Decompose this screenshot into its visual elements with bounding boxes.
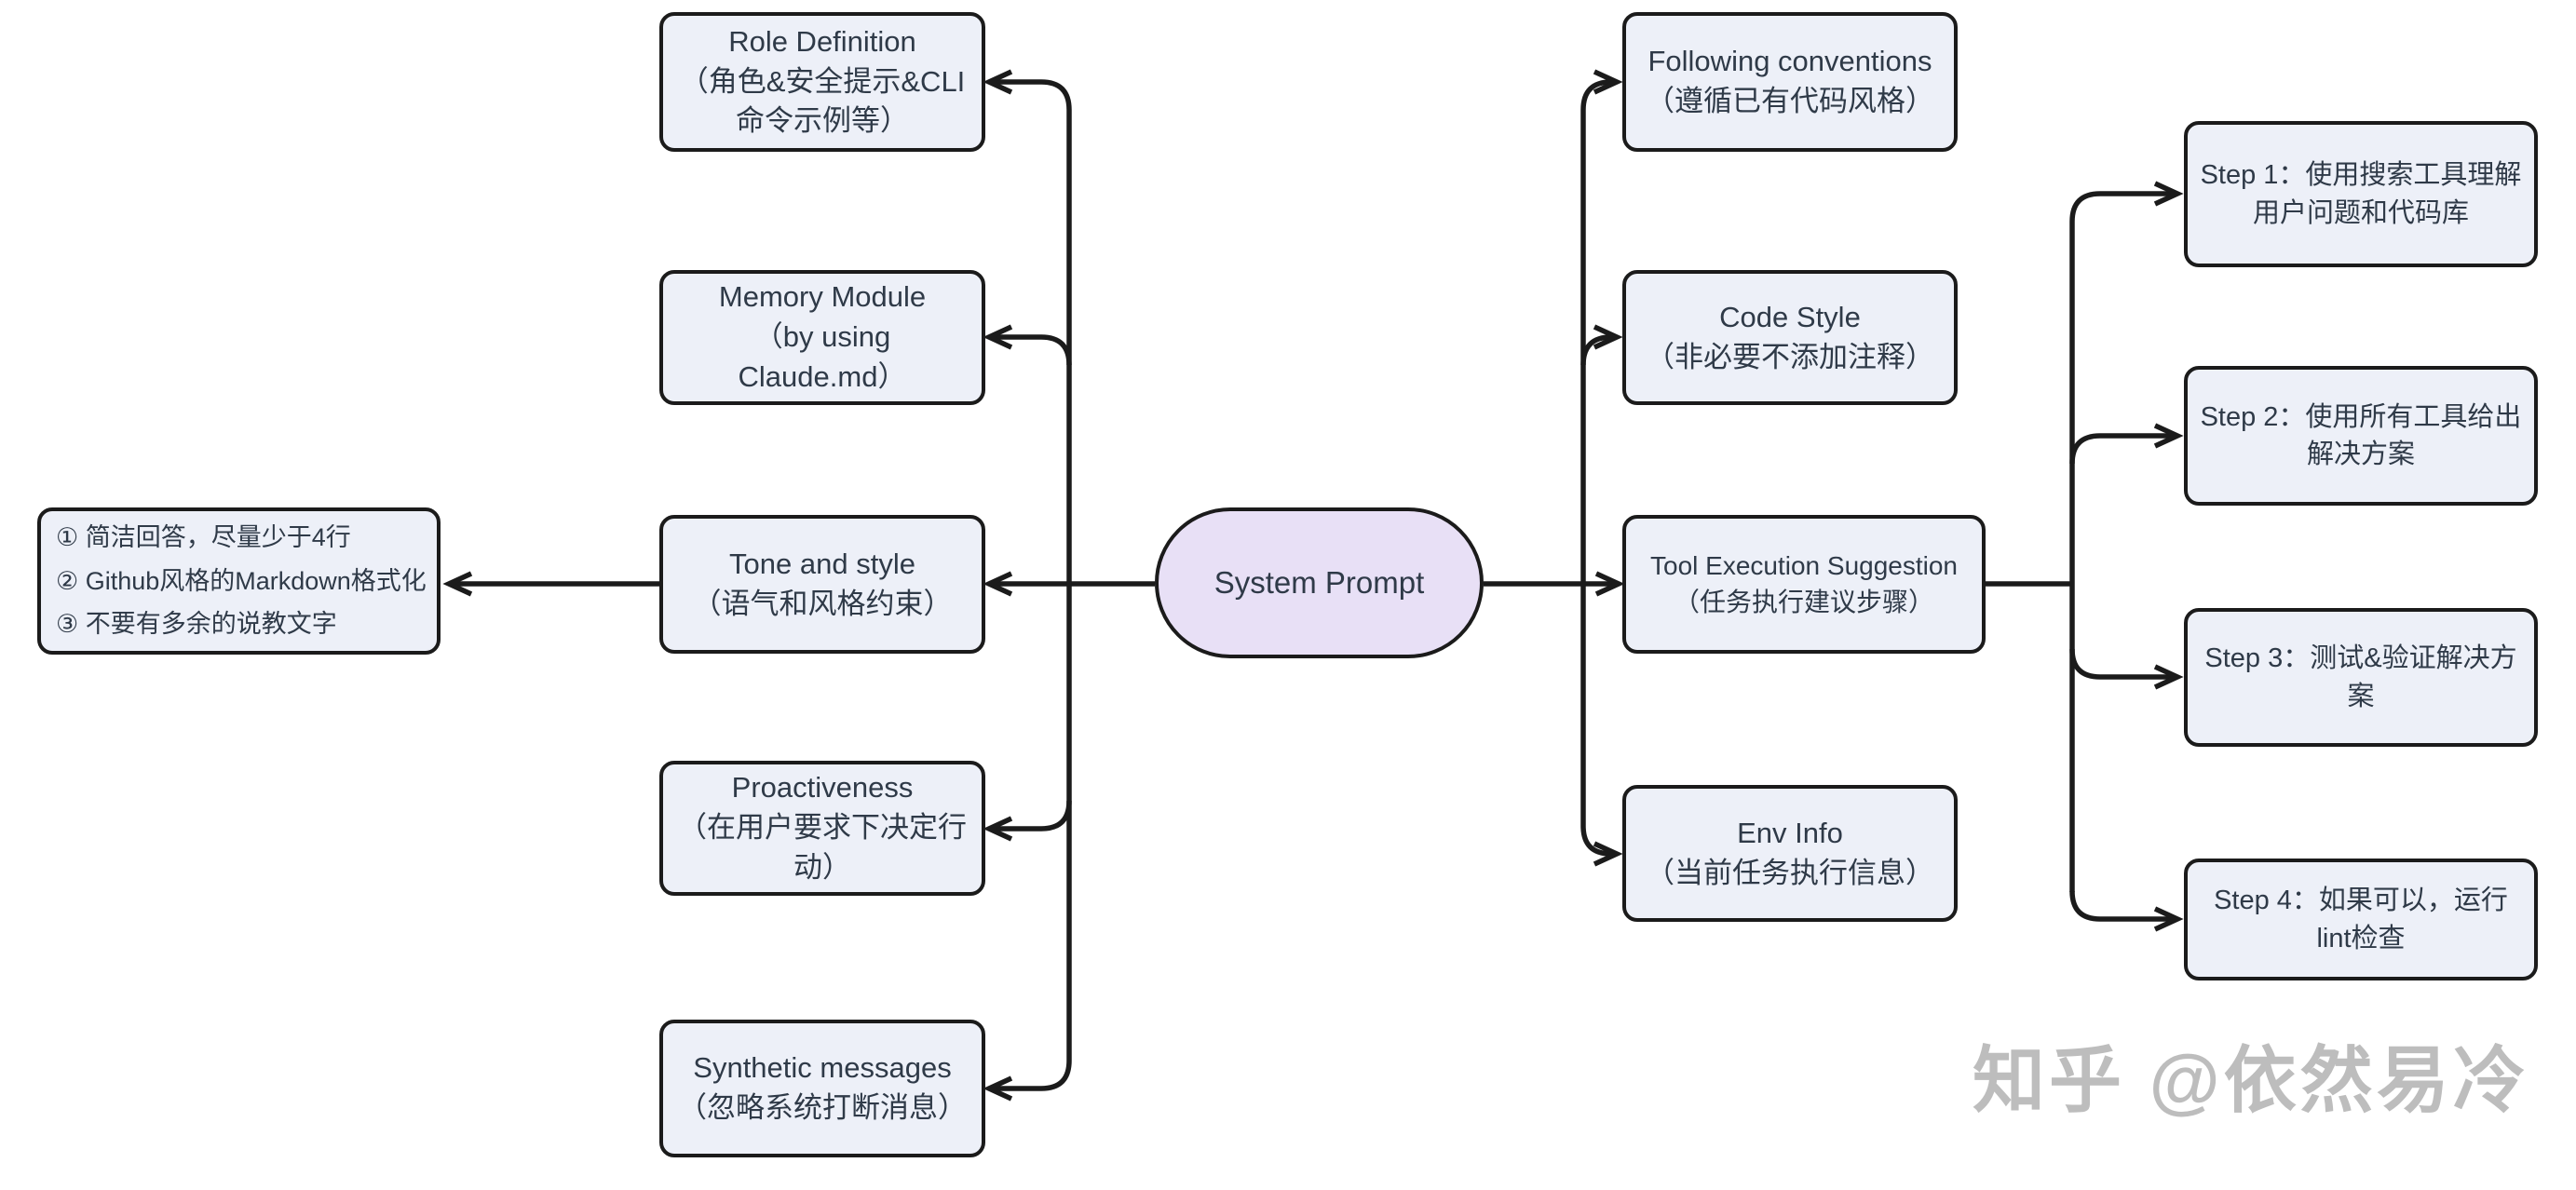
node-subtitle: （语气和风格约束） — [692, 587, 953, 620]
edge-branch-code-style — [1580, 324, 1623, 366]
node-following-conventions: Following conventions （遵循已有代码风格） — [1622, 12, 1958, 152]
node-proactiveness: Proactiveness （在用户要求下决定行动） — [659, 761, 985, 896]
node-memory-module: Memory Module （by using Claude.md） — [659, 270, 985, 405]
node-title: Following conventions — [1647, 45, 1932, 78]
node-step-3: Step 3：测试&验证解决方案 — [2184, 608, 2538, 747]
tone-detail-line-2: ② Github风格的Markdown格式化 — [56, 566, 427, 595]
tone-detail-line-3: ③ 不要有多余的说教文字 — [56, 610, 337, 639]
node-tone-detail: ① 简洁回答，尽量少于4行 ② Github风格的Markdown格式化 ③ 不… — [37, 507, 441, 655]
node-tool-execution-suggestion: Tool Execution Suggestion （任务执行建议步骤） — [1622, 515, 1986, 654]
edge-branch-step-1 — [2069, 181, 2184, 223]
node-subtitle: （在用户要求下决定行动） — [678, 811, 967, 884]
node-title: Proactiveness — [731, 771, 914, 805]
node-step-1: Step 1：使用搜索工具理解用户问题和代码库 — [2184, 121, 2538, 267]
edge-branch-env-info — [1580, 825, 1623, 867]
node-title: Code Style — [1719, 300, 1861, 333]
node-title: Synthetic messages — [693, 1051, 952, 1085]
node-subtitle: （任务执行建议步骤） — [1673, 587, 1934, 616]
edge-branch-step-4 — [2069, 890, 2184, 932]
step-label: Step 4：如果可以，运行lint检查 — [2214, 886, 2508, 953]
node-synthetic-messages: Synthetic messages （忽略系统打断消息） — [659, 1020, 985, 1157]
node-step-4: Step 4：如果可以，运行lint检查 — [2184, 859, 2538, 980]
node-subtitle: （当前任务执行信息） — [1646, 856, 1934, 889]
step-label: Step 2：使用所有工具给出解决方案 — [2200, 401, 2522, 469]
node-subtitle: （非必要不添加注释） — [1646, 340, 1934, 373]
node-title: Tool Execution Suggestion — [1650, 550, 1958, 580]
node-subtitle: （角色&安全提示&CLI命令示例等） — [679, 64, 966, 138]
edge-branch-step-3 — [2069, 648, 2184, 690]
edge-branch-following-conventions — [1580, 69, 1623, 111]
edge-branch-role-definition — [983, 69, 1072, 111]
step-label: Step 3：测试&验证解决方案 — [2204, 643, 2517, 711]
node-subtitle: （遵循已有代码风格） — [1646, 85, 1934, 117]
edge-branch-synthetic-messages — [983, 1060, 1072, 1102]
node-code-style: Code Style （非必要不添加注释） — [1622, 270, 1958, 405]
node-title: Tone and style — [729, 547, 915, 580]
edge-branch-proactiveness — [983, 800, 1072, 842]
watermark: 知乎 @依然易冷 — [1973, 1039, 2529, 1121]
node-subtitle: （by using Claude.md） — [738, 320, 907, 393]
node-tone-and-style: Tone and style （语气和风格约束） — [659, 515, 985, 654]
edge-branch-memory-module — [983, 324, 1072, 366]
node-title: Memory Module — [718, 280, 927, 314]
node-title: Role Definition — [728, 24, 916, 58]
center-label: System Prompt — [1213, 565, 1425, 601]
node-subtitle: （忽略系统打断消息） — [678, 1091, 967, 1124]
node-system-prompt: System Prompt — [1155, 507, 1484, 658]
node-role-definition: Role Definition （角色&安全提示&CLI命令示例等） — [659, 12, 985, 152]
tone-detail-line-1: ① 简洁回答，尽量少于4行 — [56, 523, 351, 552]
step-label: Step 1：使用搜索工具理解用户问题和代码库 — [2200, 160, 2522, 228]
node-step-2: Step 2：使用所有工具给出解决方案 — [2184, 366, 2538, 506]
node-env-info: Env Info （当前任务执行信息） — [1622, 785, 1958, 922]
edge-branch-step-2 — [2069, 423, 2184, 465]
node-title: Env Info — [1737, 816, 1843, 849]
